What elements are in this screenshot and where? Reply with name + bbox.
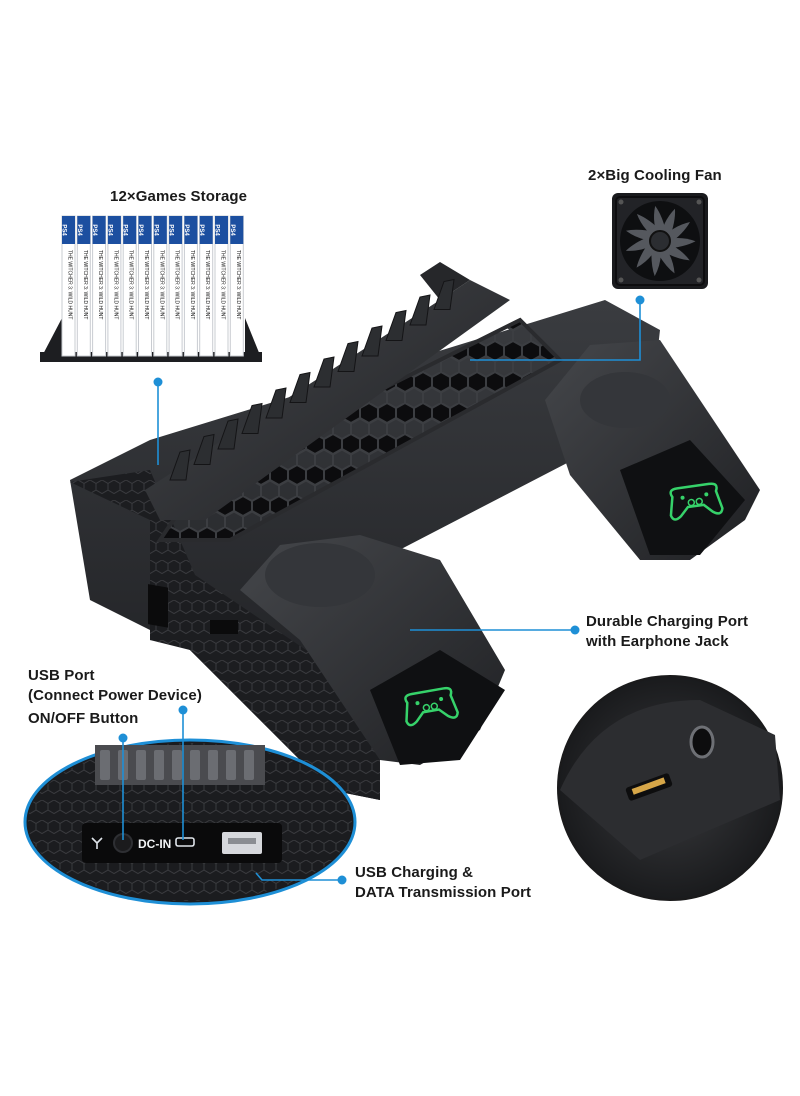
game-case-title: THE WITCHER 3: WILD HUNT	[97, 250, 103, 319]
game-case-title: THE WITCHER 3: WILD HUNT	[128, 250, 134, 319]
game-case-brand: PS4	[152, 224, 158, 236]
controller-icon	[404, 686, 459, 727]
games-storage-label: 12×Games Storage	[110, 188, 248, 205]
game-case-title: THE WITCHER 3: WILD HUNT	[204, 250, 210, 319]
charging-port-label-line2: with Earphone Jack	[586, 633, 729, 650]
game-case-brand: PS4	[168, 224, 174, 236]
callout-lines	[122, 300, 641, 881]
game-case-title: THE WITCHER 3: WILD HUNT	[82, 250, 88, 319]
usb-charging-label-line2: DATA Transmission Port	[355, 884, 532, 901]
game-case-brand: PS4	[76, 224, 82, 236]
game-case-brand: PS4	[91, 224, 97, 236]
game-case-title: THE WITCHER 3: WILD HUNT	[143, 250, 149, 319]
cooling-fan-label: 2×Big Cooling Fan	[588, 167, 722, 184]
usb-port-label: USB Port (Connect Power Device)	[28, 666, 202, 706]
charging-port-label: Durable Charging Port with Earphone Jack	[586, 612, 748, 652]
charging-station	[70, 262, 760, 800]
onoff-button-label: ON/OFF Button	[28, 710, 139, 727]
back-ports-zoom: DC-IN	[23, 738, 357, 906]
fan-icon	[91, 837, 103, 849]
game-case-brand: PS4	[106, 224, 112, 236]
game-case-brand: PS4	[61, 224, 67, 236]
game-case-title: THE WITCHER 3: WILD HUNT	[112, 250, 118, 319]
game-case-brand: PS4	[229, 224, 235, 236]
fan-icon	[612, 193, 708, 289]
controller-icon	[669, 482, 724, 521]
usb-port-label-line2: (Connect Power Device)	[28, 687, 202, 704]
dc-in-text: DC-IN	[138, 837, 171, 851]
game-case-brand: PS4	[122, 224, 128, 236]
game-case-title: THE WITCHER 3: WILD HUNT	[235, 250, 241, 319]
game-case-brand: PS4	[183, 224, 189, 236]
usb-port-label-line1: USB Port	[28, 667, 95, 684]
usb-charging-label-line1: USB Charging &	[355, 864, 474, 881]
game-case-title: THE WITCHER 3: WILD HUNT	[67, 250, 73, 319]
game-case-title: THE WITCHER 3: WILD HUNT	[174, 250, 180, 319]
callout-dots	[118, 295, 645, 885]
game-case-brand: PS4	[214, 224, 220, 236]
game-case-title: THE WITCHER 3: WILD HUNT	[220, 250, 226, 319]
charging-port-label-line1: Durable Charging Port	[586, 613, 749, 630]
game-case-title: THE WITCHER 3: WILD HUNT	[158, 250, 164, 319]
game-case-title: THE WITCHER 3: WILD HUNT	[189, 250, 195, 319]
game-case-brand: PS4	[198, 224, 204, 236]
game-case-brand: PS4	[137, 224, 143, 236]
micro-usb-icon	[175, 837, 195, 847]
charging-port-zoom	[557, 675, 783, 901]
usb-charging-label: USB Charging & DATA Transmission Port	[355, 863, 531, 903]
